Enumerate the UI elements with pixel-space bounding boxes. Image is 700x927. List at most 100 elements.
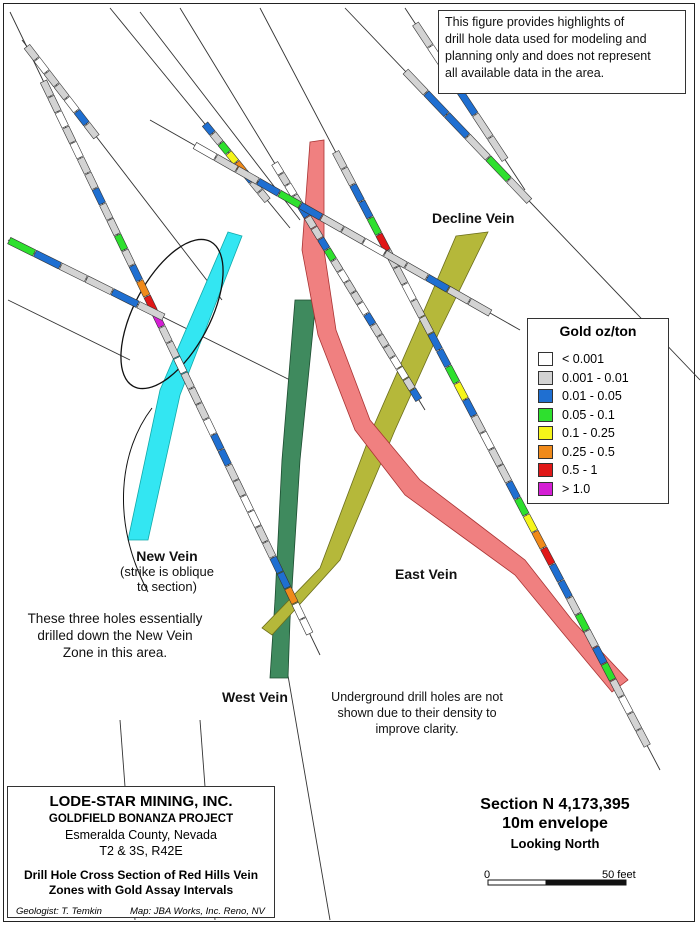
section-view-direction: Looking North: [510, 836, 600, 851]
assay-interval: [404, 262, 429, 281]
assay-interval: [389, 355, 403, 370]
assay-interval: [47, 94, 62, 114]
legend-label: > 1.0: [562, 481, 591, 496]
legend-title: Gold oz/ton: [559, 323, 637, 339]
assay-interval: [479, 430, 495, 451]
assay-interval: [277, 190, 302, 209]
assay-interval: [33, 249, 62, 270]
assay-interval: [402, 68, 429, 96]
assay-interval: [356, 301, 370, 316]
assay-interval: [319, 214, 345, 233]
assay-interval: [63, 95, 80, 114]
assay-interval: [76, 156, 92, 175]
west-vein-label: West Vein: [222, 689, 288, 705]
assay-interval: [299, 617, 314, 636]
decline-vein-label: Decline Vein: [432, 210, 515, 226]
assay-interval: [235, 166, 260, 185]
assay-interval: [192, 142, 218, 161]
assay-interval: [548, 562, 565, 583]
project-name: GOLDFIELD BONANZA PROJECT: [48, 813, 234, 825]
assay-interval: [310, 225, 324, 241]
assay-interval: [232, 478, 247, 498]
note-line: drill hole data used for modeling and: [445, 32, 647, 46]
assay-interval: [396, 366, 410, 381]
assay-interval: [121, 248, 136, 267]
assay-interval: [188, 386, 203, 406]
assay-interval: [626, 711, 643, 732]
assay-interval: [506, 177, 533, 204]
assay-interval: [158, 325, 173, 344]
assay-interval: [225, 463, 240, 482]
assay-interval: [522, 513, 539, 534]
assay-interval: [323, 247, 337, 262]
assay-interval: [472, 112, 494, 140]
assay-interval: [113, 233, 129, 252]
legend-label: < 0.001: [562, 352, 605, 366]
assay-interval: [337, 268, 350, 284]
assay-interval: [110, 288, 140, 308]
assay-interval: [383, 250, 408, 269]
assay-interval: [239, 494, 254, 513]
assay-interval: [349, 183, 365, 203]
assay-interval: [195, 402, 210, 421]
assay-interval: [392, 265, 409, 286]
annotation-line: Zone in this area.: [62, 645, 168, 660]
assay-interval: [128, 263, 143, 283]
assay-interval: [467, 298, 493, 317]
township-range: T2 & 3S, R42E: [99, 844, 183, 858]
assay-interval: [531, 529, 547, 550]
legend-label: 0.1 - 0.25: [562, 426, 615, 440]
east-vein-label: East Vein: [395, 566, 458, 582]
assay-interval: [358, 199, 374, 220]
note-line: all available data in the area.: [445, 66, 605, 80]
assay-interval: [298, 202, 324, 221]
assay-interval: [514, 496, 530, 517]
legend-item: 0.05 - 0.1: [538, 406, 615, 424]
drill-hole-trace: [7, 299, 131, 361]
assay-interval: [412, 21, 434, 49]
assay-interval: [600, 661, 617, 682]
assay-interval: [363, 312, 377, 327]
assay-interval: [254, 525, 269, 544]
assay-interval: [269, 555, 284, 575]
assay-interval: [464, 133, 491, 161]
assay-interval: [446, 286, 472, 305]
legend-item: 0.001 - 0.01: [538, 369, 629, 387]
assay-interval: [350, 290, 364, 305]
legend-swatch: [538, 407, 553, 422]
assay-interval: [73, 108, 90, 127]
legend-label: 0.05 - 0.1: [562, 407, 615, 422]
assay-interval: [213, 154, 239, 173]
assay-interval: [84, 275, 114, 296]
annotation-line: drilled down the New Vein: [37, 628, 193, 643]
assay-interval: [217, 448, 232, 467]
assay-interval: [53, 82, 70, 101]
assay-interval: [91, 187, 106, 206]
new-vein-body: [127, 231, 243, 541]
assay-interval: [304, 215, 318, 230]
map-credit: Map: JBA Works, Inc. Reno, NV: [130, 906, 265, 917]
assay-interval: [291, 601, 306, 621]
legend-item: < 0.001: [538, 350, 604, 368]
assay-interval: [592, 645, 608, 666]
assay-interval: [83, 121, 100, 140]
assay-interval: [485, 155, 512, 183]
assay-interval: [402, 376, 416, 392]
assay-interval: [262, 540, 277, 559]
assay-interval: [330, 258, 344, 273]
legend-label: 0.001 - 0.01: [562, 370, 629, 385]
drill-hole-trace: [139, 11, 301, 221]
assay-interval: [43, 69, 60, 88]
legend-item: 0.5 - 1: [538, 461, 597, 479]
assay-interval: [453, 381, 469, 401]
note-line: This figure provides highlights of: [445, 15, 625, 29]
section-envelope: 10m envelope: [502, 815, 608, 832]
assay-interval: [488, 447, 504, 467]
assay-interval: [566, 595, 582, 616]
annotation-line: Underground drill holes are not: [331, 690, 503, 704]
assay-interval: [99, 202, 114, 221]
assay-interval: [425, 274, 450, 293]
assay-interval: [427, 331, 443, 352]
assay-interval: [247, 509, 262, 528]
